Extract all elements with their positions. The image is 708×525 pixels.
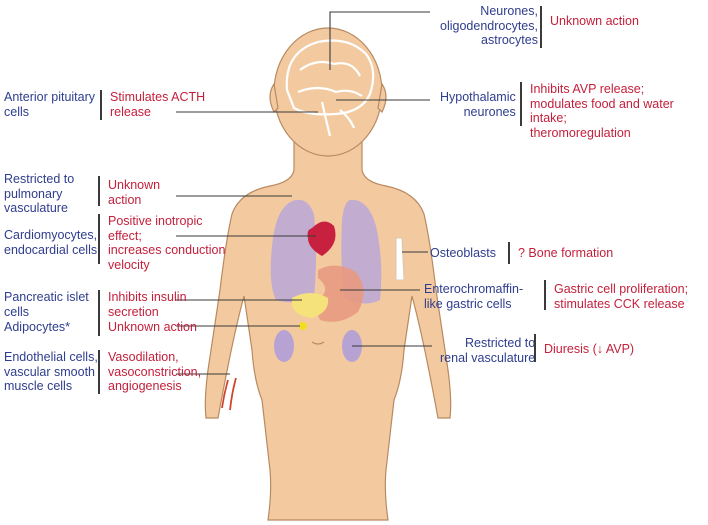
action-pancreatic: Inhibits insulin secretion [108, 290, 187, 319]
divider-pancreatic [98, 290, 100, 318]
divider-hypothalamic [520, 82, 522, 126]
cell-renal: Restricted to renal vasculature [440, 336, 536, 365]
action-neurones: Unknown action [550, 14, 639, 28]
divider-pulmonary [98, 176, 100, 206]
cell-pancreatic: Pancreatic islet cells [4, 290, 89, 319]
brain [285, 39, 375, 137]
action-enterochromaffin: Gastric cell proliferation; stimulates C… [554, 282, 689, 311]
divider-enterochromaffin [544, 280, 546, 310]
adipocyte-marker [299, 322, 307, 330]
divider-renal [534, 334, 536, 362]
divider-neurones [540, 6, 542, 48]
divider-endothelial [98, 350, 100, 394]
kidney-right [274, 330, 294, 362]
action-hypothalamic: Inhibits AVP release; modulates food and… [530, 82, 674, 140]
action-endothelial: Vasodilation, vasoconstriction, angiogen… [108, 350, 202, 393]
leader-neurones [329, 11, 430, 70]
lung-right [270, 199, 316, 303]
cell-cardiomyocytes: Cardiomyocytes, endocardial cells [4, 228, 98, 257]
action-adipocytes: Unknown action [108, 320, 197, 334]
heart [307, 221, 336, 256]
cell-endothelial: Endothelial cells, vascular smooth muscl… [4, 350, 98, 393]
body-silhouette [204, 27, 452, 521]
vessel-2 [229, 377, 237, 411]
navel [311, 341, 325, 345]
leader-lines [176, 11, 432, 375]
action-pulmonary: Unknown action [108, 178, 161, 207]
vessel-1 [221, 379, 229, 409]
divider-anterior-pituitary [100, 90, 102, 120]
cell-neurones: Neurones, oligodendrocytes, astrocytes [440, 4, 538, 47]
cell-hypothalamic: Hypothalamic neurones [440, 90, 516, 119]
cell-osteoblasts: Osteoblasts [430, 246, 497, 260]
action-cardiomyocytes: Positive inotropic effect; increases con… [108, 214, 226, 272]
action-renal: Diuresis (↓ AVP) [544, 342, 635, 356]
divider-adipocytes [98, 318, 100, 336]
cell-pulmonary: Restricted to pulmonary vasculature [4, 172, 75, 215]
cell-anterior-pituitary: Anterior pituitary cells [4, 90, 96, 119]
stomach [316, 265, 364, 322]
action-osteoblasts: ? Bone formation [518, 246, 614, 260]
pancreas [292, 293, 329, 318]
divider-osteoblasts [508, 242, 510, 264]
action-anterior-pituitary: Stimulates ACTH release [110, 90, 206, 119]
divider-cardiomyocytes [98, 214, 100, 264]
cell-enterochromaffin: Enterochromaffin- like gastric cells [424, 282, 524, 311]
bone [395, 237, 405, 281]
cell-adipocytes: Adipocytes* [4, 320, 71, 334]
